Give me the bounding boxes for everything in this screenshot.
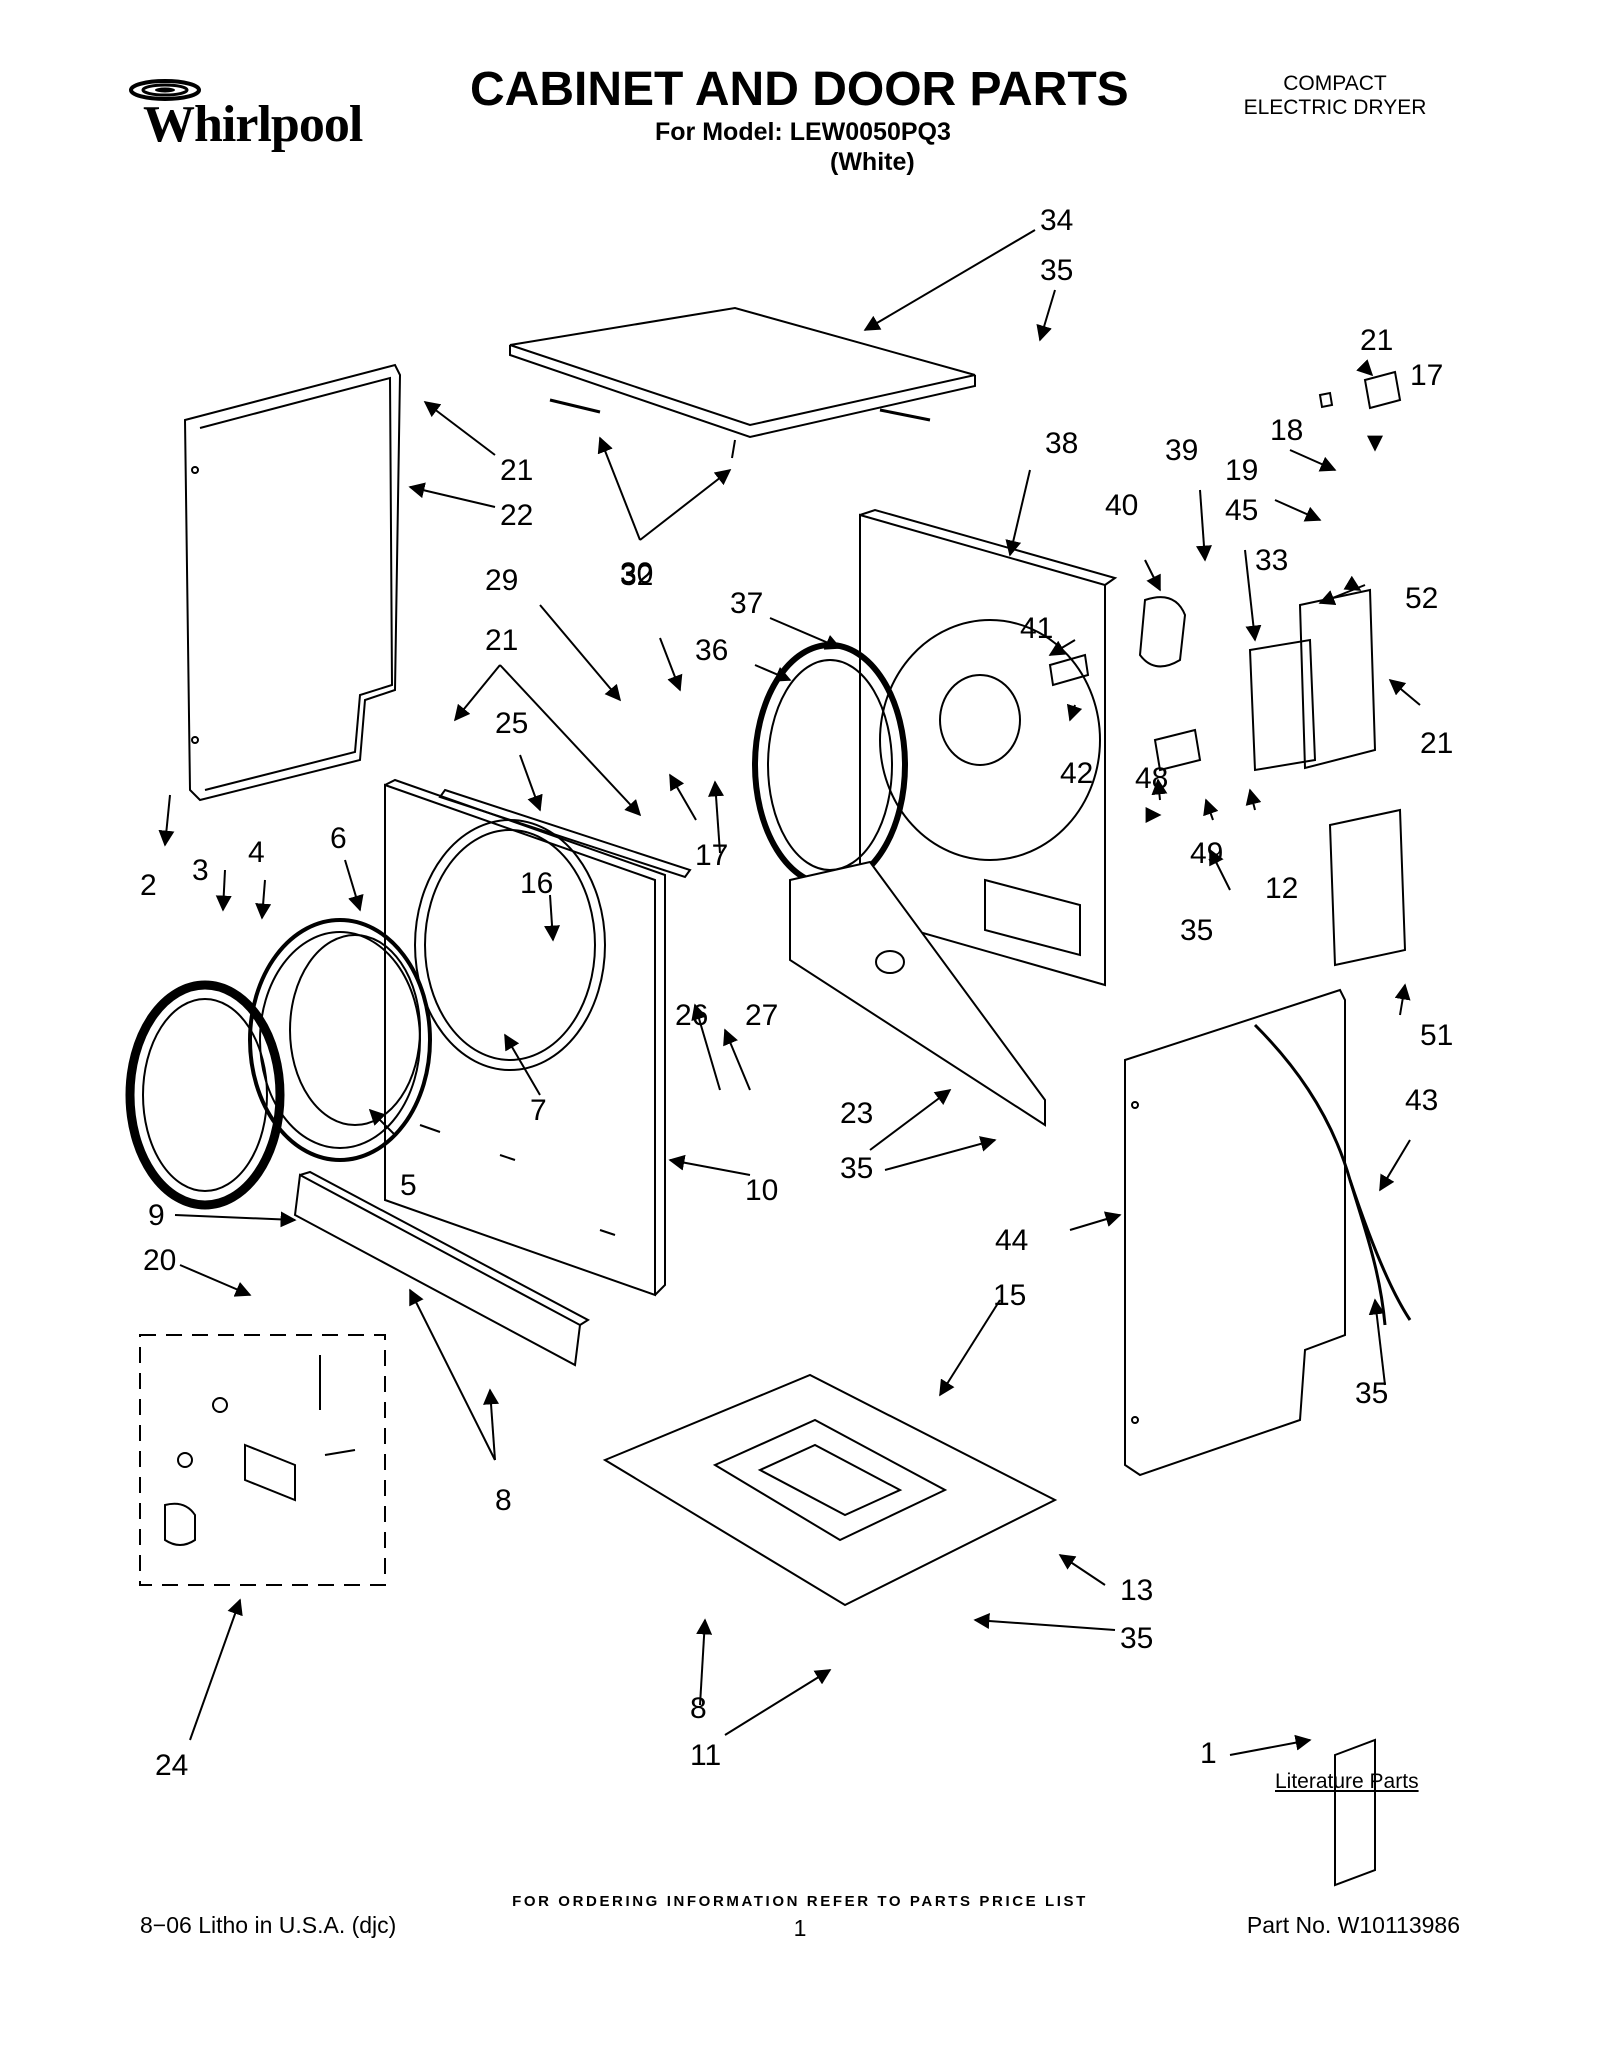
product-type-line-1: COMPACT (1283, 72, 1387, 95)
literature-parts-label: Literature Parts (1275, 1770, 1419, 1793)
whirlpool-logo: Whirlpool (125, 65, 365, 175)
page-title: CABINET AND DOOR PARTS (470, 63, 1129, 116)
callout-35-fuse: 35 (1180, 914, 1213, 947)
callout-43: 43 (1405, 1084, 1438, 1117)
callout-25: 25 (495, 707, 528, 740)
callout-33: 33 (1255, 544, 1288, 577)
bracket-18 (1363, 370, 1402, 410)
toe-panel (293, 1170, 590, 1367)
right-side-panel (1124, 988, 1346, 1477)
callout-10: 10 (745, 1174, 778, 1207)
door-kit-parts (164, 1355, 356, 1546)
callout-34: 34 (1040, 204, 1073, 237)
vent-cap (1138, 596, 1187, 668)
front-panel-strip (438, 788, 692, 879)
callout-20: 20 (143, 1244, 176, 1277)
literature-book (1334, 1738, 1376, 1887)
callout-40: 40 (1105, 489, 1138, 522)
callout-44: 44 (995, 1224, 1028, 1257)
callout-13: 13 (1120, 1574, 1153, 1607)
brand-wordmark: Whirlpool (143, 96, 363, 153)
callout-16: 16 (520, 867, 553, 900)
thermostat-41 (1048, 653, 1090, 687)
callout-7: 7 (530, 1094, 547, 1127)
callout-22: 22 (500, 499, 533, 532)
callout-12: 12 (1265, 872, 1298, 905)
wire-harness (1253, 1023, 1412, 1321)
page-number: 1 (793, 1915, 807, 1941)
callout-3: 3 (192, 854, 209, 887)
clip-19 (1318, 391, 1334, 409)
callout-8-toe: 8 (495, 1484, 512, 1517)
callout-30: 30 (620, 557, 653, 590)
door-glass-assembly (248, 918, 432, 1162)
callout-35-harness: 35 (1355, 1377, 1388, 1410)
callout-21-left: 21 (500, 454, 533, 487)
callout-32-main: 32 (620, 559, 653, 592)
callout-4: 4 (248, 836, 265, 869)
callout-35-base: 35 (1120, 1622, 1153, 1655)
callout-35-bracket: 35 (840, 1152, 873, 1185)
callout-6: 6 (330, 822, 347, 855)
callout-labels: 34 35 21 17 18 19 39 38 40 45 33 52 21 1… (140, 204, 1453, 1782)
callout-5: 5 (400, 1169, 417, 1202)
top-panel (509, 306, 976, 459)
part-number: Part No. W10113986 (1246, 1912, 1460, 1938)
door-ring-outer (125, 980, 285, 1210)
swirl-icon (129, 79, 201, 101)
terminal-cover (1298, 588, 1377, 770)
callout-1: 1 (1200, 1737, 1217, 1770)
rear-bracket (1328, 808, 1407, 967)
callout-19: 19 (1225, 454, 1258, 487)
fuse-48 (1153, 728, 1202, 772)
door-kit-box (139, 1334, 386, 1586)
callout-8-base: 8 (690, 1692, 707, 1725)
color-line: (White) (830, 148, 915, 176)
callout-49: 49 (1190, 837, 1223, 870)
callout-18: 18 (1270, 414, 1303, 447)
callout-26: 26 (675, 999, 708, 1032)
front-panel (384, 778, 666, 1297)
base-panel (602, 1373, 1058, 1607)
litho-note: 8−06 Litho in U.S.A. (djc) (140, 1912, 397, 1938)
callout-15: 15 (993, 1279, 1026, 1312)
ordering-note: FOR ORDERING INFORMATION REFER TO PARTS … (512, 1893, 1088, 1910)
model-line: For Model: LEW0050PQ3 (655, 118, 951, 146)
callout-11: 11 (690, 1739, 721, 1772)
callout-38: 38 (1045, 427, 1078, 460)
callout-27: 27 (745, 999, 778, 1032)
callout-21-right: 21 (1420, 727, 1453, 760)
callout-36: 36 (695, 634, 728, 667)
bulkhead-panel (859, 508, 1118, 987)
callout-21-center: 21 (485, 624, 518, 657)
callout-9: 9 (148, 1199, 165, 1232)
callout-51: 51 (1420, 1019, 1453, 1052)
front-bracket (789, 860, 1046, 1127)
callout-42: 42 (1060, 757, 1093, 790)
callout-29: 29 (485, 564, 518, 597)
callout-41: 41 (1020, 612, 1053, 645)
callout-2: 2 (140, 869, 157, 902)
callout-48: 48 (1135, 762, 1168, 795)
terminal-block (1248, 638, 1317, 772)
callout-39: 39 (1165, 434, 1198, 467)
callout-45: 45 (1225, 494, 1258, 527)
callout-23: 23 (840, 1097, 873, 1130)
callout-21: 21 (1360, 324, 1393, 357)
callout-52: 52 (1405, 582, 1438, 615)
product-type-line-2: ELECTRIC DRYER (1243, 96, 1427, 119)
callout-17: 17 (1410, 359, 1443, 392)
callout-37: 37 (730, 587, 763, 620)
callout-24: 24 (155, 1749, 188, 1782)
callout-17-center: 17 (695, 839, 728, 872)
callout-35: 35 (1040, 254, 1073, 287)
left-side-panel (183, 363, 402, 802)
